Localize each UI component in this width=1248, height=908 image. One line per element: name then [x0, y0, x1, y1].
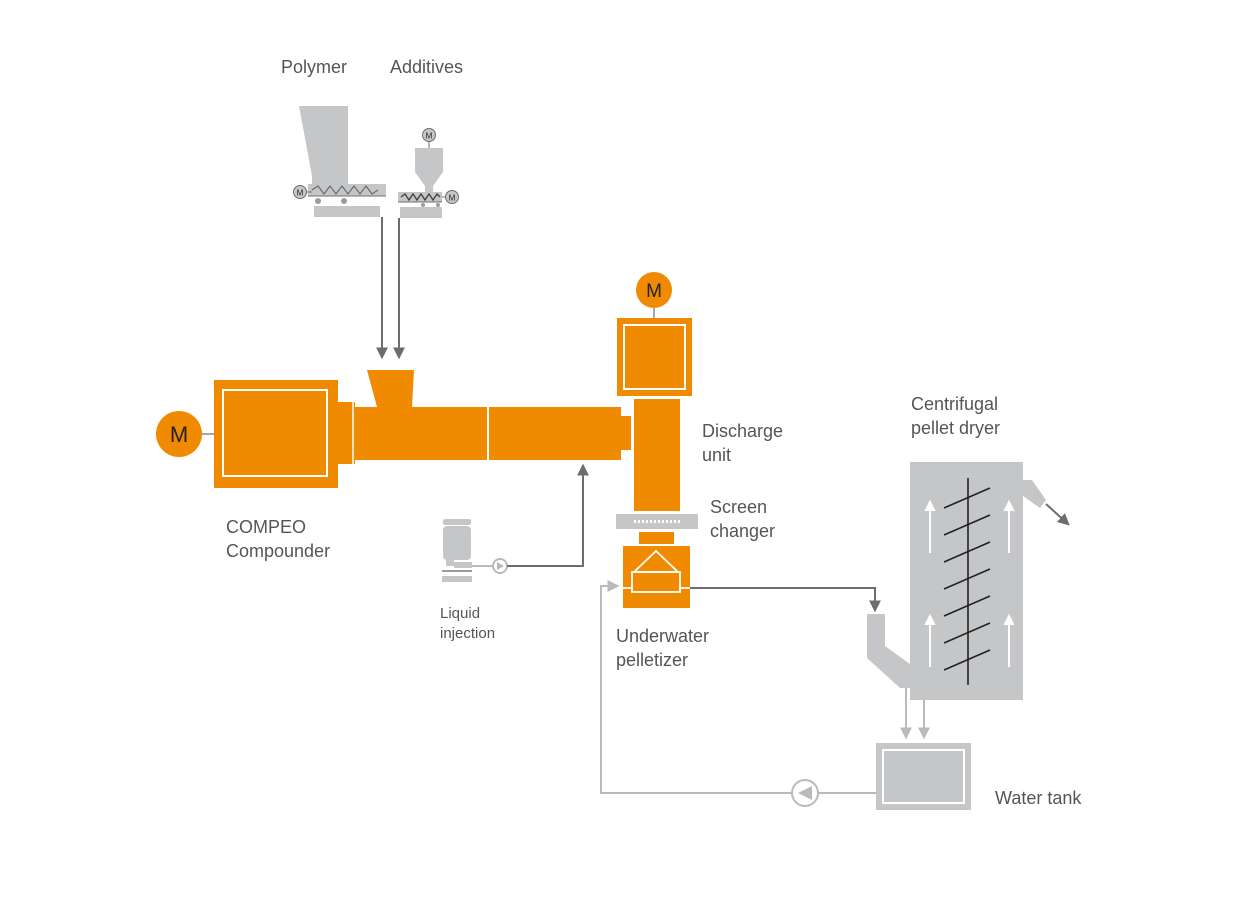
svg-text:M: M	[426, 132, 433, 141]
liquid-pump-icon	[492, 558, 508, 574]
label-discharge-line2: unit	[702, 445, 731, 465]
label-screen-line2: changer	[710, 521, 775, 541]
dryer-outlet-chute	[1023, 480, 1046, 508]
label-screen-line1: Screen	[710, 497, 767, 517]
label-discharge-line1: Discharge	[702, 421, 783, 441]
process-water-line	[600, 580, 792, 794]
label-water-tank: Water tank	[995, 788, 1082, 808]
svg-text:M: M	[170, 422, 188, 447]
additives-hopper-motor-icon: M	[422, 128, 436, 142]
label-pelletizer-line1: Underwater	[616, 626, 709, 646]
water-pump-icon	[791, 779, 819, 807]
label-compounder-line2: Compounder	[226, 541, 330, 561]
pellet-slurry-line	[690, 587, 881, 613]
additives-feeder: M M	[398, 128, 459, 218]
screen-changer	[616, 514, 698, 544]
label-liquid-line1: Liquid	[440, 605, 480, 622]
label-polymer: Polymer	[281, 57, 347, 77]
underwater-pelletizer	[623, 546, 690, 608]
svg-text:M: M	[449, 194, 456, 203]
label-compounder-line1: COMPEO	[226, 517, 306, 537]
compounder: M	[156, 370, 631, 488]
additives-feeder-motor-icon: M	[442, 190, 459, 204]
compounder-gearbox	[214, 380, 338, 488]
polymer-feeder-motor-icon: M	[293, 185, 312, 199]
svg-text:M: M	[646, 281, 662, 302]
water-tank	[876, 743, 971, 810]
dryer-airflow-arrows	[924, 499, 1015, 667]
label-additives: Additives	[390, 57, 463, 77]
compounder-motor-icon: M	[156, 411, 214, 457]
discharge-unit: M	[617, 272, 692, 511]
liquid-injection-line	[507, 463, 589, 567]
centrifugal-pellet-dryer	[867, 462, 1070, 700]
dryer-inlet-chute	[867, 614, 910, 688]
polymer-feeder: M	[293, 106, 386, 217]
label-dryer-line2: pellet dryer	[911, 418, 1000, 438]
label-liquid-line2: injection	[440, 625, 495, 642]
discharge-motor-icon: M	[636, 272, 672, 318]
svg-text:M: M	[297, 189, 304, 198]
liquid-injection-unit	[442, 463, 589, 582]
label-pelletizer-line2: pelletizer	[616, 650, 688, 670]
label-dryer-line1: Centrifugal	[911, 394, 998, 414]
compounder-feed-hopper	[367, 370, 414, 407]
dryer-pellet-outlet-line	[1045, 503, 1070, 526]
